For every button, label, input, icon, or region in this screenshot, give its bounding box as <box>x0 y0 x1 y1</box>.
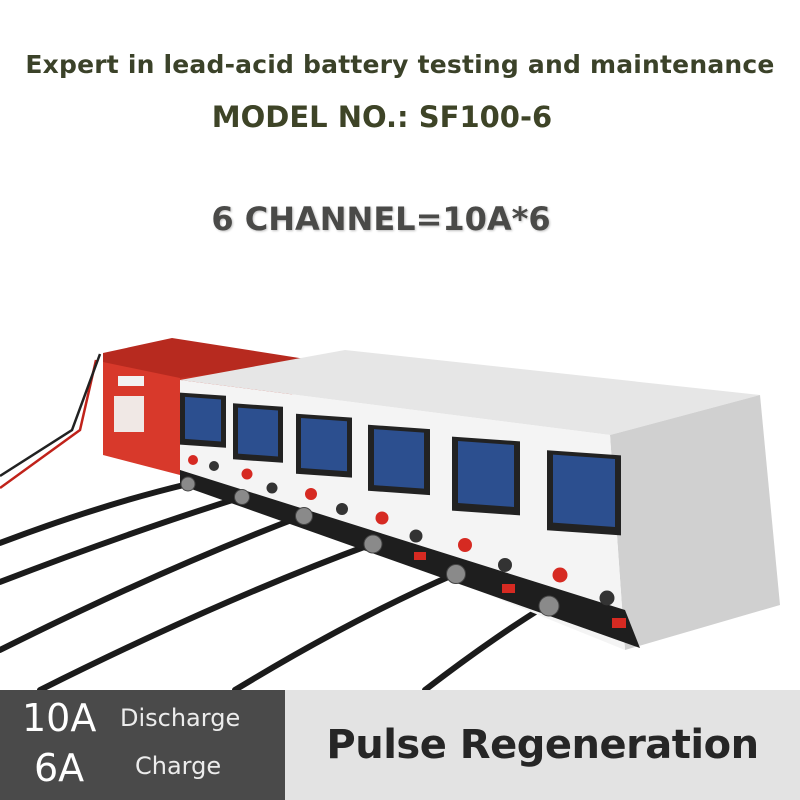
feature-label: Pulse Regeneration <box>326 722 759 768</box>
spec-panel: 10A Discharge 6A Charge <box>0 690 285 800</box>
charge-value: 6A <box>34 746 85 790</box>
discharge-label: Discharge <box>120 704 241 732</box>
channel-1-module <box>180 392 226 471</box>
channel-6-module <box>547 450 626 628</box>
cable-group-icon <box>0 481 548 690</box>
cable-4-icon <box>37 541 375 690</box>
cable-6-icon <box>422 603 548 690</box>
channel-4-module <box>368 424 430 560</box>
discharge-value: 10A <box>22 696 97 740</box>
channel-modules <box>180 392 626 628</box>
cable-5-icon <box>232 571 458 690</box>
feature-panel: Pulse Regeneration <box>285 690 800 800</box>
tagline: Expert in lead-acid battery testing and … <box>25 50 775 79</box>
connector-group-icon <box>180 476 560 617</box>
model-number: MODEL NO.: SF100-6 <box>211 100 553 134</box>
channel-3-module <box>296 413 352 515</box>
cable-2-icon <box>0 494 245 585</box>
battery-tester-device-icon <box>0 338 780 690</box>
channel-2-module <box>233 403 283 494</box>
tester-device-icon <box>180 350 780 650</box>
channel-spec: 6 CHANNEL=10A*6 <box>211 200 551 238</box>
charge-label: Charge <box>135 752 222 780</box>
cable-3-icon <box>0 513 305 653</box>
channel-5-module <box>452 436 520 593</box>
cable-1-icon <box>0 481 191 546</box>
